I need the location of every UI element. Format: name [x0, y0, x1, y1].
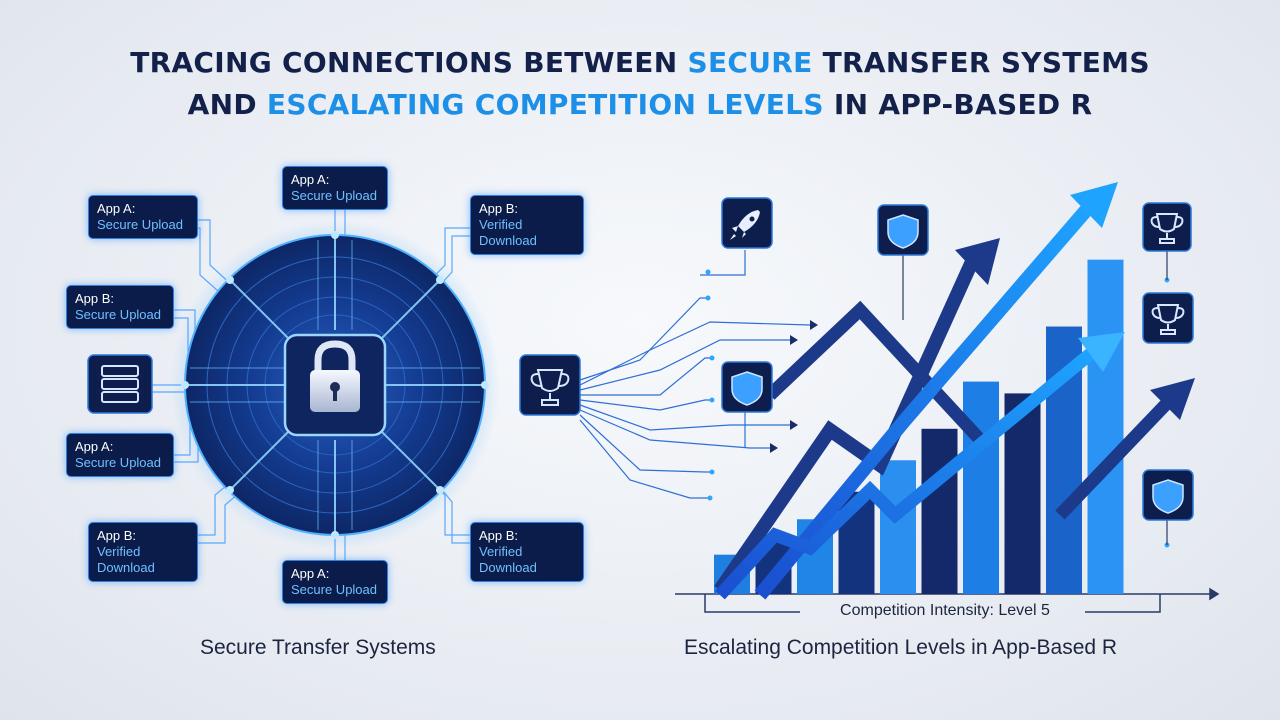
- shield-icon: [1152, 479, 1184, 514]
- arrow-bright-mid: [715, 344, 1100, 600]
- arrow-dark-zigzag-head: [955, 238, 1000, 285]
- chart-bar-5: [880, 460, 916, 594]
- server-box: [87, 354, 153, 414]
- rocket-icon-box: [721, 197, 773, 249]
- node-label-2: App A:Secure Upload: [282, 166, 388, 210]
- title-highlight-escalating: ESCALATING COMPETITION LEVELS: [266, 88, 824, 121]
- arrow-bright-main: [754, 195, 1101, 600]
- shield-icon: [887, 214, 919, 249]
- trophy-icon: [1151, 304, 1185, 335]
- chart-bar-10: [1087, 259, 1124, 594]
- node-label-6: App B:Verified Download: [88, 522, 198, 582]
- node-label-8: App A:Secure Upload: [282, 560, 388, 604]
- trophy-icon: [530, 369, 570, 406]
- arrow-dark-zigzag: [714, 252, 982, 594]
- chart-bar-7: [963, 381, 999, 594]
- title-highlight-secure: SECURE: [687, 46, 813, 79]
- arrow-cross: [765, 300, 990, 450]
- node-label-5: App A:Secure Upload: [66, 433, 174, 477]
- arrow-bright-main-head: [1070, 182, 1118, 228]
- shield-icon-box-right: [1142, 469, 1194, 521]
- shield-icon-box-top: [877, 204, 929, 256]
- arrow-navy-right-head: [1150, 378, 1195, 420]
- node-label-4: App B:Secure Upload: [66, 285, 174, 329]
- chart-bar-6: [921, 428, 958, 594]
- shield-icon-box-left: [721, 361, 773, 413]
- page-title: TRACING CONNECTIONS BETWEEN SECURE TRANS…: [0, 42, 1280, 126]
- rising-arrows: [714, 182, 1195, 600]
- shield-icon: [731, 371, 763, 406]
- connection-arrowheads: [770, 320, 818, 453]
- arrow-navy-right: [1055, 395, 1175, 520]
- node-label-1: App A:Secure Upload: [88, 195, 198, 239]
- server-icon: [101, 365, 139, 403]
- secure-hub: [170, 220, 500, 550]
- title-line-2: AND ESCALATING COMPETITION LEVELS IN APP…: [187, 88, 1093, 121]
- node-label-7: App B:Verified Download: [470, 522, 584, 582]
- rocket-icon: [730, 210, 760, 240]
- padlock-icon: [310, 340, 360, 412]
- chart-connections: [579, 250, 811, 499]
- chart-icon-connectors: [902, 250, 1168, 545]
- title-line-1: TRACING CONNECTIONS BETWEEN SECURE TRANS…: [130, 46, 1150, 79]
- node-label-3: App B:Verified Download: [470, 195, 584, 255]
- caption-left: Secure Transfer Systems: [200, 636, 436, 659]
- trophy-icon-box-top: [1142, 202, 1192, 252]
- trophy-icon-box-mid: [1142, 292, 1194, 344]
- trophy-icon: [1150, 213, 1184, 244]
- caption-right: Escalating Competition Levels in App-Bas…: [684, 636, 1118, 659]
- chart-xlabel: Competition Intensity: Level 5: [840, 602, 1050, 619]
- arrow-bright-mid-head: [1078, 332, 1125, 372]
- relay-box: [519, 354, 581, 416]
